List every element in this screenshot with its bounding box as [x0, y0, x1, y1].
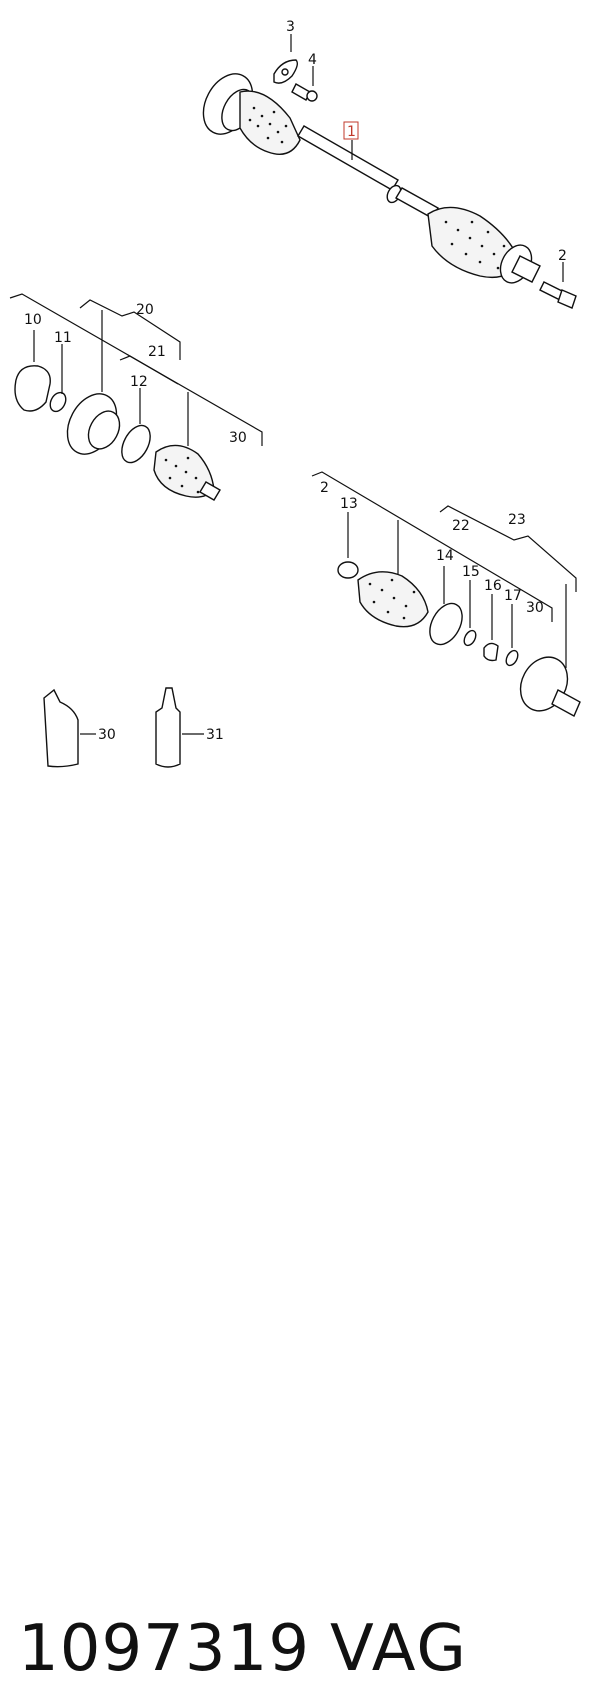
callout-17: 17	[504, 588, 522, 604]
callout-22: 22	[452, 518, 470, 534]
part-number: 1097319	[18, 1612, 311, 1686]
circlip-11	[49, 391, 67, 413]
callout-14: 14	[436, 548, 454, 564]
outer-boot	[357, 571, 429, 628]
callout-21: 21	[148, 344, 166, 360]
callout-20: 20	[136, 302, 154, 318]
grease-tube-30	[43, 688, 96, 768]
right-boot-dots	[444, 220, 506, 270]
clamp-14	[429, 602, 463, 646]
bolt-2-top	[539, 281, 577, 309]
callout-4: 4	[308, 52, 317, 68]
clamp-12	[121, 424, 151, 464]
callout-31: 31	[206, 727, 224, 743]
caption-area: 1097319 VAG	[0, 800, 600, 1686]
callout-16: 16	[484, 578, 502, 594]
callout-30-right: 30	[526, 600, 544, 616]
callout-3: 3	[286, 19, 295, 35]
screw-4	[291, 83, 318, 102]
callout-1-highlight	[343, 121, 359, 140]
callout-12: 12	[130, 374, 148, 390]
callout-15: 15	[462, 564, 480, 580]
left-boot-dots	[248, 106, 288, 144]
callout-2-right: 2	[320, 480, 329, 496]
callout-30-left: 30	[229, 430, 247, 446]
spacer-16	[483, 642, 499, 662]
callout-30-tube: 30	[98, 727, 116, 743]
callout-13: 13	[340, 496, 358, 512]
callout-23: 23	[508, 512, 526, 528]
grease-bottle-31	[155, 687, 204, 768]
circlip-17	[505, 649, 519, 667]
callout-1: 1	[347, 124, 356, 140]
outer-joint-group	[311, 471, 581, 717]
callout-2-top: 2	[558, 248, 567, 264]
ring-15	[463, 629, 477, 647]
gasket-10	[14, 365, 51, 412]
callout-11: 11	[54, 330, 72, 346]
washer-3	[273, 59, 299, 84]
clamp-13	[337, 561, 359, 579]
drive-shaft-assembly	[202, 73, 541, 284]
callout-10: 10	[24, 312, 42, 328]
inner-joint-group	[9, 293, 263, 501]
brand-name: VAG	[330, 1612, 468, 1686]
exploded-parts-diagram: 3 4 1 2 10 11 20 21 12 30	[9, 19, 581, 768]
